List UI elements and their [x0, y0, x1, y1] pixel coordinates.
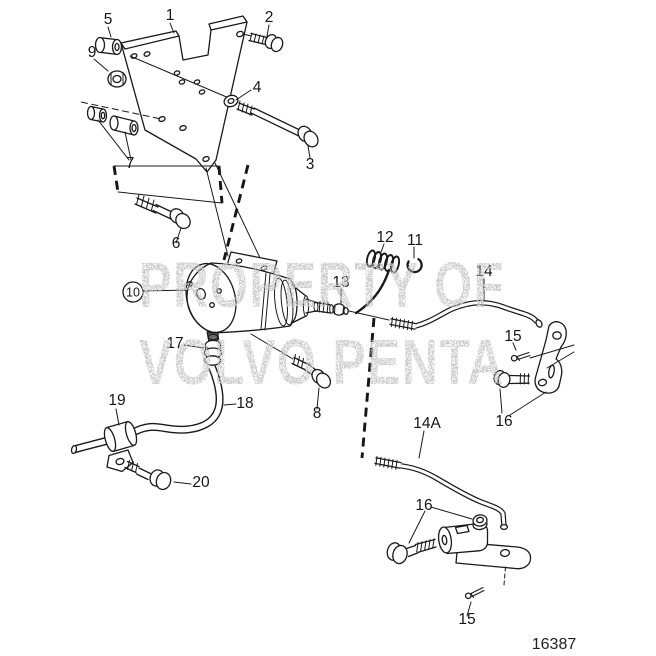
callout-9: 9 [88, 44, 97, 61]
bolt-part-8 [250, 333, 332, 389]
rod-part-14a [374, 456, 509, 531]
callout-2: 2 [265, 9, 274, 26]
callout-leader-lines [93, 22, 575, 617]
nut-part-16-bottom [472, 514, 488, 531]
callout-3: 3 [306, 156, 315, 173]
callout-11: 11 [407, 232, 423, 249]
cotter-pin-part-15-bottom [464, 587, 485, 600]
watermark: PROPERTY OF VOLVO PENTA [139, 249, 505, 398]
callout-6: 6 [172, 235, 181, 252]
callout-8: 8 [313, 405, 322, 422]
figure-number: 16387 [532, 636, 577, 653]
callout-20: 20 [192, 474, 210, 491]
bolt-part-3 [236, 100, 319, 148]
callout-14a: 14A [413, 415, 441, 432]
lever-bracket-assembly-bottom [386, 514, 532, 600]
bushings-part-7 [86, 105, 139, 136]
spring-part-12 [365, 249, 401, 274]
callout-7: 7 [126, 155, 135, 172]
callout-circle-10 [122, 281, 144, 303]
lever-link-right [534, 321, 567, 394]
callout-16-right: 16 [495, 413, 512, 430]
callout-18: 18 [236, 395, 253, 412]
rod-part-14 [389, 299, 543, 331]
bolt-part-6 [134, 194, 191, 230]
callout-15-right: 15 [504, 328, 521, 345]
fuel-pump-part-10 [185, 251, 390, 345]
bolt-part-16-bottom [386, 538, 437, 565]
nut-part-9 [107, 70, 127, 88]
spacer-part-5 [94, 36, 123, 56]
callout-12: 12 [376, 229, 393, 246]
fitting-part-17 [203, 333, 223, 366]
callout-13: 13 [332, 274, 349, 291]
callout-19: 19 [108, 392, 125, 409]
grouping-dashed-lines [112, 164, 376, 459]
callout-5: 5 [104, 11, 113, 28]
assembly-axis-lines [80, 33, 262, 261]
callout-17: 17 [166, 335, 183, 352]
bolt-part-16-right [493, 369, 531, 388]
callout-10: 10 [126, 286, 140, 300]
bolt-part-2 [248, 32, 284, 53]
callout-15-bottom: 15 [458, 611, 475, 628]
watermark-line-2: VOLVO PENTA [139, 326, 505, 398]
callout-labels: 1 2 3 4 5 6 7 8 9 10 11 12 13 14 15 16 1… [88, 7, 522, 628]
callout-1: 1 [166, 7, 175, 24]
bracket-part-1 [120, 15, 248, 173]
bolt-part-20 [124, 460, 172, 491]
spring-pointer-curve [354, 268, 391, 315]
callout-16-bottom: 16 [415, 497, 432, 514]
callout-4: 4 [253, 79, 262, 96]
nut-part-13 [332, 303, 349, 316]
cotter-pin-part-15-right [510, 352, 531, 362]
callout-14: 14 [475, 263, 493, 280]
clamp-part-19 [103, 420, 138, 473]
circlip-part-11 [406, 258, 423, 274]
watermark-line-1: PROPERTY OF [139, 249, 505, 321]
